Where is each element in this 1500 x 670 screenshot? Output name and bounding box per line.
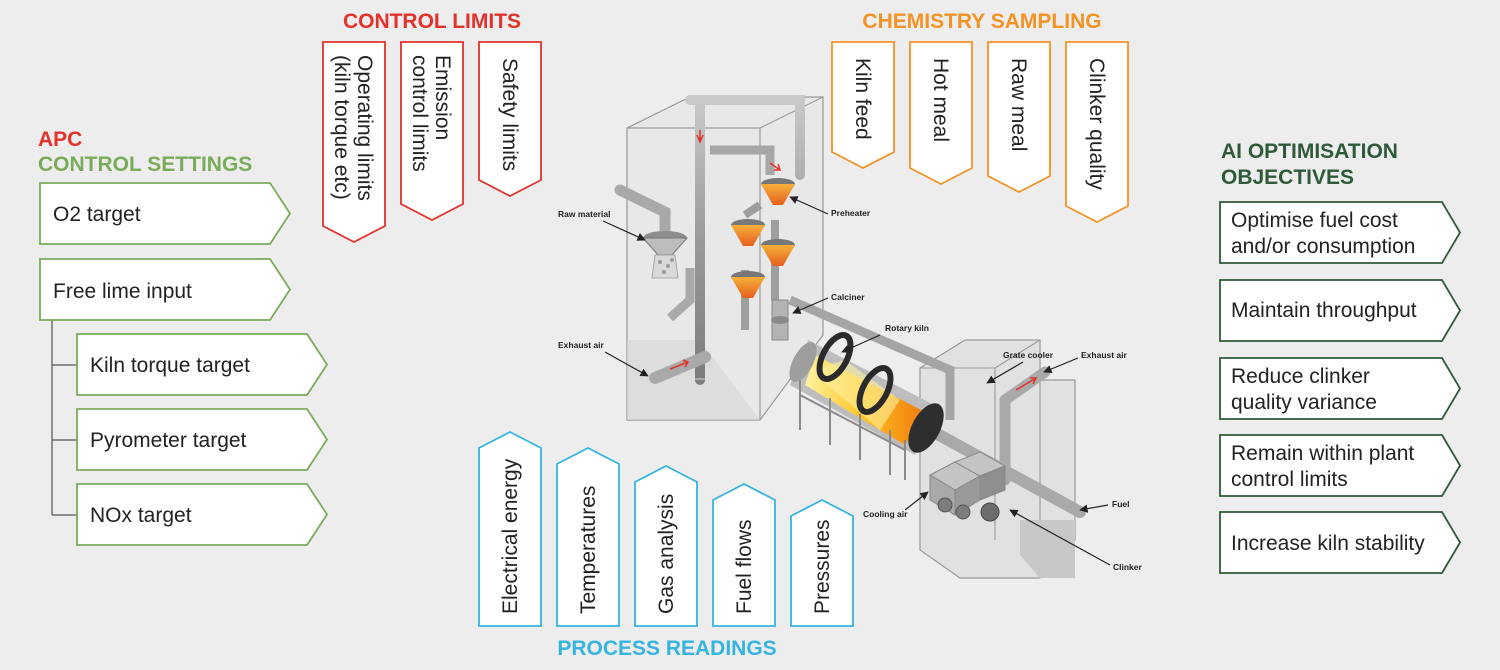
label-rotary-kiln: Rotary kiln — [885, 323, 929, 333]
ai-objective-label-line1: Reduce clinker — [1231, 365, 1370, 388]
kiln-plant-illustration: Raw material Preheater Calciner Rotary k… — [558, 95, 1143, 579]
label-exhaust-air-left: Exhaust air — [558, 340, 605, 350]
label-cooling-air: Cooling air — [863, 509, 908, 519]
apc-sub-item-label: Pyrometer target — [90, 429, 247, 452]
label-grate-cooler: Grate cooler — [1003, 350, 1054, 360]
label-fuel: Fuel — [1112, 499, 1129, 509]
process-reading-label: Electrical energy — [499, 458, 522, 614]
control-limit-safety: Safety limits — [478, 41, 542, 198]
label-exhaust-air-right: Exhaust air — [1081, 350, 1128, 360]
rotary-kiln — [789, 332, 944, 480]
clinker-crusher — [928, 451, 1007, 522]
process-reading-label: Temperatures — [577, 486, 600, 614]
ai-objectives-title: AI OPTIMISATION — [1221, 140, 1398, 163]
ai-objective-clinker-variance: Reduce clinker quality variance — [1219, 357, 1462, 420]
apc-title: APC — [38, 128, 82, 151]
chemistry-item-label: Raw meal — [1007, 58, 1030, 151]
ai-objective-label-line2: quality variance — [1231, 391, 1377, 414]
label-preheater: Preheater — [831, 208, 871, 218]
apc-sub-item-kiln-torque: Kiln torque target — [76, 333, 329, 396]
ai-objective-label-line2: control limits — [1231, 468, 1348, 491]
ai-objective-label: Maintain throughput — [1231, 299, 1417, 322]
tree-connector — [51, 320, 77, 516]
control-limit-operating: Operating limits (kiln torque etc) — [322, 41, 386, 244]
apc-sub-item-nox: NOx target — [76, 483, 329, 546]
label-raw-material: Raw material — [558, 209, 610, 219]
ai-objective-throughput: Maintain throughput — [1219, 279, 1462, 342]
process-reading-fuel-flows: Fuel flows — [712, 482, 776, 627]
control-limit-emission: Emission control limits — [400, 41, 464, 222]
ai-objective-fuel-cost: Optimise fuel cost and/or consumption — [1219, 201, 1462, 264]
process-readings-title: PROCESS READINGS — [557, 637, 776, 660]
process-reading-temperatures: Temperatures — [556, 446, 620, 627]
apc-sub-item-label: Kiln torque target — [90, 354, 250, 377]
chemistry-item-label: Kiln feed — [851, 58, 874, 140]
process-reading-gas-analysis: Gas analysis — [634, 464, 698, 627]
apc-item-label: O2 target — [53, 203, 141, 226]
control-limits-title: CONTROL LIMITS — [343, 10, 521, 33]
control-limit-label-line1: Operating limits — [353, 55, 376, 201]
process-reading-electrical-energy: Electrical energy — [478, 430, 542, 627]
chemistry-sampling-title: CHEMISTRY SAMPLING — [862, 10, 1101, 33]
control-limit-label-line2: control limits — [408, 55, 431, 172]
apc-item-o2-target: O2 target — [39, 182, 292, 245]
apc-item-free-lime-input: Free lime input — [39, 258, 292, 321]
label-clinker: Clinker — [1113, 562, 1143, 572]
ai-objective-label-line1: Optimise fuel cost — [1231, 209, 1398, 232]
grate-cooler-frame — [919, 339, 1076, 579]
ai-objective-control-limits: Remain within plant control limits — [1219, 434, 1462, 497]
ai-objective-label-line2: and/or consumption — [1231, 235, 1415, 258]
label-calciner: Calciner — [831, 292, 865, 302]
ai-objective-label: Increase kiln stability — [1231, 532, 1425, 555]
chemistry-item-clinker-quality: Clinker quality — [1065, 41, 1129, 224]
process-reading-label: Gas analysis — [655, 494, 678, 614]
ai-objectives-title-line2: OBJECTIVES — [1221, 166, 1354, 189]
control-limit-label-line2: (kiln torque etc) — [330, 55, 353, 200]
chemistry-item-hot-meal: Hot meal — [909, 41, 973, 186]
control-settings-title: CONTROL SETTINGS — [38, 153, 252, 176]
control-limit-label-line1: Emission — [431, 55, 454, 140]
apc-item-label: Free lime input — [53, 280, 192, 303]
chemistry-item-label: Hot meal — [929, 58, 952, 142]
process-reading-label: Pressures — [811, 519, 834, 614]
ai-objective-label-line1: Remain within plant — [1231, 442, 1414, 465]
ai-objective-kiln-stability: Increase kiln stability — [1219, 511, 1462, 574]
chemistry-item-kiln-feed: Kiln feed — [831, 41, 895, 170]
chemistry-item-label: Clinker quality — [1085, 58, 1108, 190]
process-reading-pressures: Pressures — [790, 498, 854, 627]
apc-sub-item-label: NOx target — [90, 504, 192, 527]
chemistry-item-raw-meal: Raw meal — [987, 41, 1051, 194]
preheater-cyclones — [731, 178, 795, 298]
apc-sub-item-pyrometer: Pyrometer target — [76, 408, 329, 471]
process-reading-label: Fuel flows — [733, 519, 756, 614]
control-limit-label: Safety limits — [498, 58, 521, 171]
